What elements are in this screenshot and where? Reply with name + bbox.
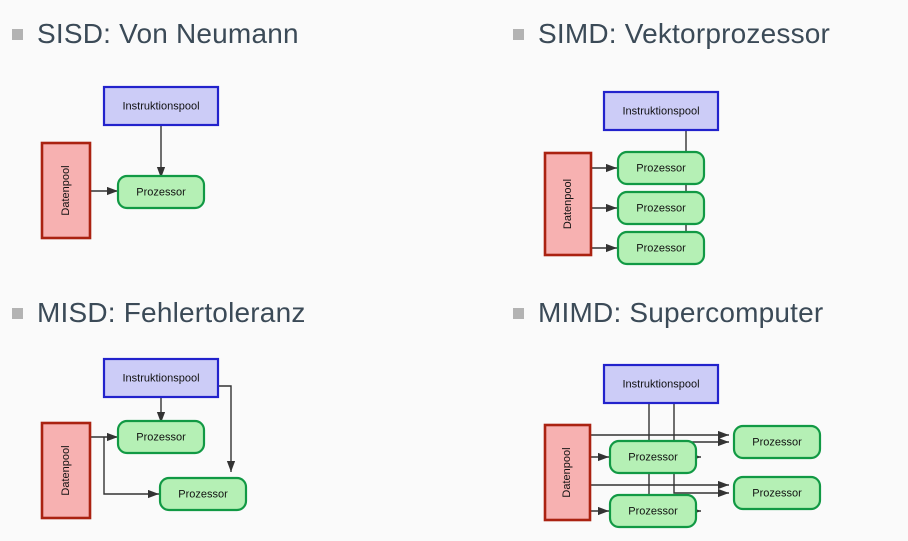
- diagram-misd: Instruktionspool Datenpool Prozessor Pro…: [0, 285, 454, 541]
- node-processor-1[interactable]: Prozessor: [116, 419, 206, 455]
- node-processor-2[interactable]: Prozessor: [608, 493, 698, 529]
- heading-simd-label: SIMD: Vektorprozessor: [538, 18, 831, 49]
- edges-misd: [90, 385, 236, 499]
- node-processor-1[interactable]: Prozessor: [116, 174, 206, 210]
- bullet-square-icon: [513, 28, 524, 40]
- node-instruction-pool[interactable]: Instruktionspool: [102, 357, 220, 399]
- node-data-pool[interactable]: Datenpool: [543, 151, 593, 257]
- node-processor-3[interactable]: Prozessor: [616, 230, 706, 266]
- node-processor-1[interactable]: Prozessor: [608, 439, 698, 475]
- node-data-pool-label: Datenpool: [60, 165, 72, 215]
- node-processor-1-label: Prozessor: [628, 451, 678, 463]
- node-instruction-pool[interactable]: Instruktionspool: [602, 363, 720, 405]
- node-data-pool[interactable]: Datenpool: [543, 423, 592, 522]
- diagram-simd: Instruktionspool Datenpool Prozessor Pro…: [454, 0, 908, 285]
- bullet-square-icon: [12, 307, 23, 319]
- heading-mimd: MIMD: Supercomputer: [513, 299, 823, 327]
- node-processor-1-label: Prozessor: [136, 431, 186, 443]
- node-instruction-pool[interactable]: Instruktionspool: [602, 90, 720, 132]
- node-data-pool[interactable]: Datenpool: [40, 421, 92, 520]
- node-processor-1-label: Prozessor: [636, 162, 686, 174]
- bullet-square-icon: [12, 28, 23, 40]
- diagram-mimd: Instruktionspool Datenpool Prozessor Pro…: [454, 285, 908, 541]
- quadrant-simd: SIMD: Vektorprozessor Instruktionspoo: [454, 0, 908, 285]
- node-instruction-pool-label: Instruktionspool: [122, 100, 199, 112]
- node-processor-4[interactable]: Prozessor: [732, 475, 822, 511]
- node-processor-2-label: Prozessor: [636, 202, 686, 214]
- node-processor-1-label: Prozessor: [136, 186, 186, 198]
- quadrant-misd: MISD: Fehlertoleranz Instruktionspoo: [0, 285, 454, 541]
- heading-sisd-label: SISD: Von Neumann: [37, 18, 299, 49]
- heading-misd-label: MISD: Fehlertoleranz: [37, 297, 306, 328]
- node-processor-1[interactable]: Prozessor: [616, 150, 706, 186]
- heading-mimd-label: MIMD: Supercomputer: [538, 297, 824, 328]
- edges-sisd: [90, 125, 166, 196]
- node-processor-4-label: Prozessor: [752, 487, 802, 499]
- node-data-pool[interactable]: Datenpool: [40, 141, 92, 240]
- node-instruction-pool[interactable]: Instruktionspool: [102, 85, 220, 127]
- node-instruction-pool-label: Instruktionspool: [622, 378, 699, 390]
- node-instruction-pool-label: Instruktionspool: [622, 105, 699, 117]
- quadrant-mimd: MIMD: Supercomputer: [454, 285, 908, 541]
- heading-simd: SIMD: Vektorprozessor: [513, 20, 830, 48]
- heading-misd: MISD: Fehlertoleranz: [12, 299, 306, 327]
- node-processor-2-label: Prozessor: [628, 505, 678, 517]
- bullet-square-icon: [513, 307, 524, 319]
- node-data-pool-label: Datenpool: [561, 447, 573, 497]
- heading-sisd: SISD: Von Neumann: [12, 20, 299, 48]
- quadrant-sisd: SISD: Von Neumann Instruktionspool: [0, 0, 454, 285]
- node-instruction-pool-label: Instruktionspool: [122, 372, 199, 384]
- node-processor-2-label: Prozessor: [178, 488, 228, 500]
- node-data-pool-label: Datenpool: [562, 179, 574, 229]
- node-processor-2[interactable]: Prozessor: [616, 190, 706, 226]
- diagram-sisd: Instruktionspool Datenpool Prozessor: [0, 0, 454, 285]
- node-processor-3-label: Prozessor: [752, 436, 802, 448]
- node-processor-3[interactable]: Prozessor: [732, 424, 822, 460]
- edges-simd: [591, 126, 687, 253]
- node-processor-3-label: Prozessor: [636, 242, 686, 254]
- node-processor-2[interactable]: Prozessor: [158, 476, 248, 512]
- node-data-pool-label: Datenpool: [60, 445, 72, 495]
